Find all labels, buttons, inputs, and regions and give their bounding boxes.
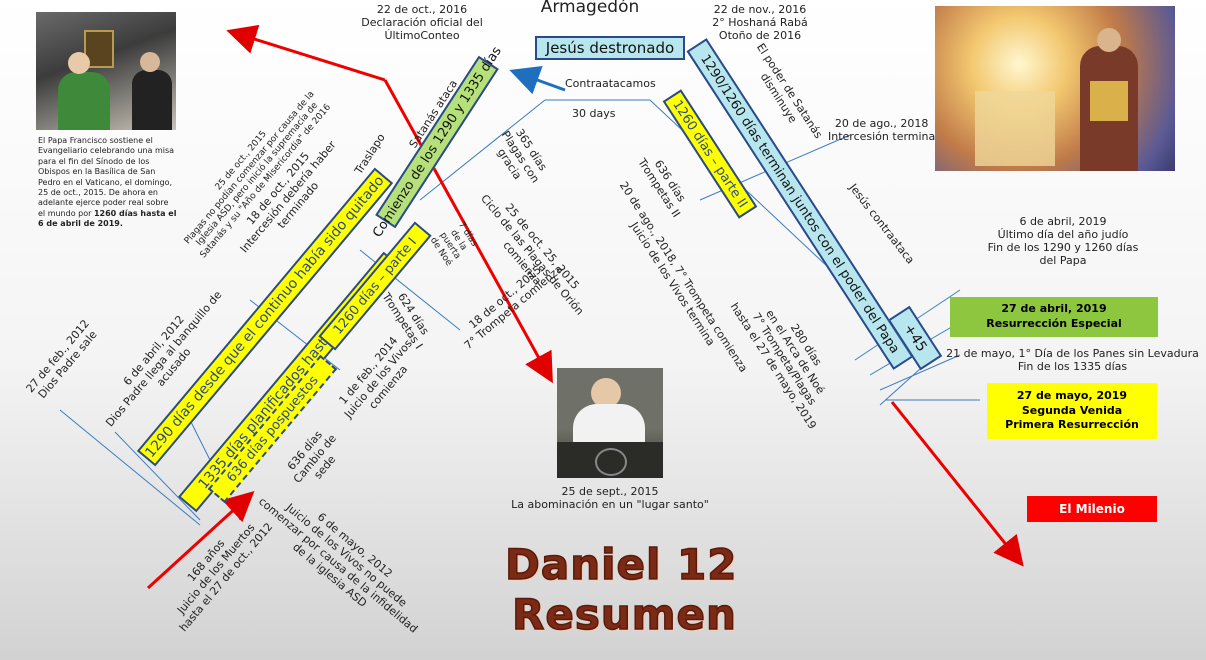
milenio-box: El Milenio [1027, 496, 1157, 522]
mayo-21-label: 21 de mayo, 1° Día de los Panes sin Leva… [946, 347, 1199, 373]
thirty-days-label: 30 days [572, 107, 616, 120]
nov-2016-label: 22 de nov., 2016 2° Hoshaná Rabá Otoño d… [712, 3, 808, 42]
pope-book-photo [36, 12, 176, 130]
abril-2019-label: 6 de abril, 2019 Último día del año judí… [987, 215, 1139, 267]
oct-2016-label: 22 de oct., 2016 Declaración oficial del… [361, 3, 483, 42]
resurreccion-text: 27 de abril, 2019 Resurrección Especial [986, 302, 1122, 330]
armagedon-title: Armagedón [540, 0, 640, 17]
pope-caption-bold: 1260 días hasta el 6 de abril de 2019. [38, 208, 177, 229]
pope-caption: El Papa Francisco sostiene el Evangeliar… [38, 136, 178, 230]
pope-speech-photo [557, 368, 663, 478]
jesus-destronado-band: Jesús destronado [535, 36, 685, 60]
ago-2018-label: 20 de ago., 2018 Intercesión termina [828, 117, 936, 143]
resumen-title: Resumen [511, 589, 737, 640]
resurreccion-especial-box: 27 de abril, 2019 Resurrección Especial [950, 297, 1158, 337]
segunda-venida-box: 27 de mayo, 2019 Segunda Venida Primera … [987, 383, 1157, 439]
abominacion-label: 25 de sept., 2015 La abominación en un "… [511, 485, 709, 511]
daniel-12-title: Daniel 12 [504, 539, 738, 590]
milenio-text: El Milenio [1059, 501, 1125, 516]
pope-caption-text: El Papa Francisco sostiene el Evangeliar… [38, 136, 175, 218]
contraatacamos-label: Contraatacamos [565, 77, 656, 90]
venida-text: 27 de mayo, 2019 Segunda Venida Primera … [1005, 388, 1139, 432]
jesus-painting [935, 6, 1175, 171]
